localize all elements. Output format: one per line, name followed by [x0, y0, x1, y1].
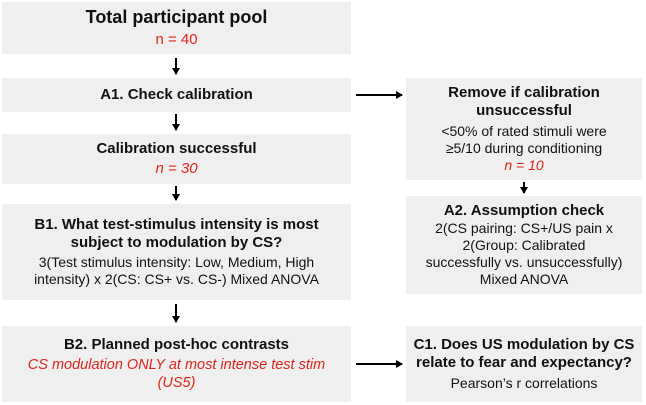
c1-body: Pearson’s r correlations	[450, 374, 598, 391]
success-count: n = 30	[155, 160, 198, 177]
a2-title: A2. Assumption check	[443, 201, 605, 219]
b2-post-hoc-box: B2. Planned post-hoc contrasts CS modula…	[2, 326, 351, 402]
a2-body-line1: 2(CS pairing: CS+/US pain x	[435, 219, 613, 236]
remove-count: n = 10	[504, 156, 544, 173]
success-title: Calibration successful	[96, 139, 257, 157]
total-participant-pool-box: Total participant pool n = 40	[2, 2, 351, 54]
pool-title: Total participant pool	[85, 6, 268, 27]
c1-title-line2: relate to fear and expectancy?	[416, 354, 632, 372]
b1-intensity-box: B1. What test-stimulus intensity is most…	[2, 204, 351, 300]
b1-title-line1: B1. What test-stimulus intensity is most	[34, 215, 319, 233]
remove-title-line1: Remove if calibration	[448, 84, 600, 102]
a2-body-line2: 2(Group: Calibrated	[462, 237, 586, 254]
b1-body-line2: intensity) x 2(CS: CS+ vs. CS-) Mixed AN…	[34, 271, 319, 288]
remove-title-line2: unsuccessful	[476, 102, 572, 120]
remove-unsuccessful-box: Remove if calibration unsuccessful <50% …	[406, 78, 642, 180]
c1-title-line1: C1. Does US modulation by CS	[413, 336, 635, 354]
c1-correlation-box: C1. Does US modulation by CS relate to f…	[406, 326, 642, 402]
b2-title: B2. Planned post-hoc contrasts	[63, 335, 290, 353]
a2-body-line3: successfully vs. unsuccessfully)	[425, 254, 623, 271]
assumption-check-box: A2. Assumption check 2(CS pairing: CS+/U…	[406, 196, 642, 294]
check-calibration-box: A1. Check calibration	[2, 78, 351, 112]
calibration-successful-box: Calibration successful n = 30	[2, 134, 351, 184]
b2-note-line1: CS modulation ONLY at most intense test …	[27, 356, 326, 373]
b2-note-line2: (US5)	[157, 374, 196, 391]
remove-body-line1: <50% of rated stimuli were	[441, 122, 607, 139]
a2-body-line4: Mixed ANOVA	[479, 271, 569, 288]
b1-title-line2: subject to modulation by CS?	[70, 233, 283, 251]
b1-body-line1: 3(Test stimulus intensity: Low, Medium, …	[38, 254, 315, 271]
remove-body-line2: ≥5/10 during conditioning	[445, 139, 603, 156]
pool-count: n = 40	[155, 30, 198, 48]
a1-title: A1. Check calibration	[100, 85, 253, 103]
